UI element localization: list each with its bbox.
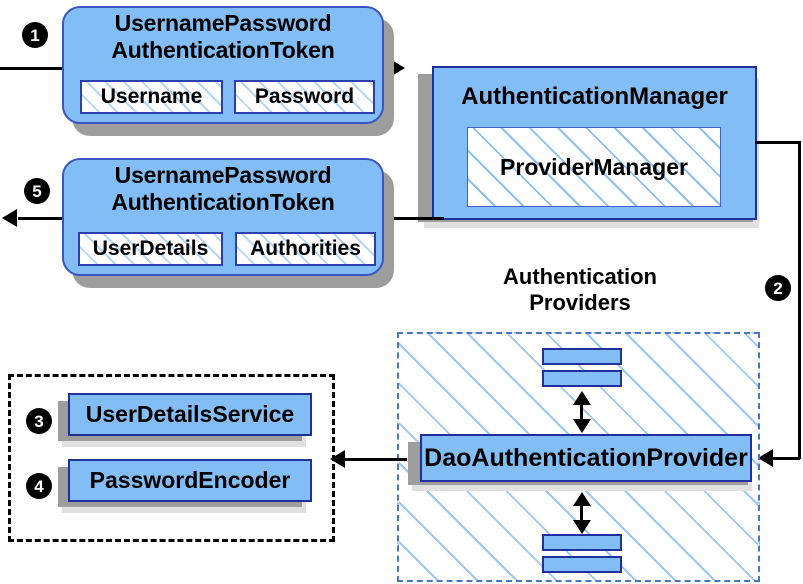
badge-step-2: 2	[765, 275, 791, 301]
chip-username: Username	[80, 80, 223, 114]
chip-userdetails: UserDetails	[78, 232, 223, 266]
collaborators-container	[8, 374, 335, 542]
connector-response-right	[384, 217, 444, 220]
arrowhead-step2	[758, 449, 773, 467]
passwordencoder-box: PasswordEncoder	[68, 459, 312, 502]
connector-response-out	[18, 217, 80, 220]
connector-step2-vertical	[798, 141, 801, 459]
provider-placeholder-bar-1	[542, 348, 622, 365]
response-token-title-line2: AuthenticationToken	[111, 189, 335, 215]
providers-label-line2: Providers	[529, 290, 631, 315]
connector-provider-to-collaborators	[345, 458, 407, 461]
chip-authorities: Authorities	[235, 232, 376, 266]
connector-step2-top	[755, 141, 801, 144]
userdetailsservice-box: UserDetailsService	[68, 393, 312, 436]
connector-provider-bottom	[580, 499, 583, 521]
connector-step2-bottom	[772, 457, 800, 460]
badge-step-3: 3	[26, 408, 52, 434]
dao-authentication-provider-box: DaoAuthenticationProvider	[420, 434, 752, 482]
badge-step-5: 5	[24, 178, 50, 204]
provider-placeholder-bar-3	[542, 534, 622, 551]
authentication-manager-title: AuthenticationManager	[461, 83, 728, 110]
provider-placeholder-bar-4	[542, 556, 622, 573]
request-token-title-line2: AuthenticationToken	[111, 37, 335, 63]
chip-password: Password	[234, 80, 375, 114]
response-token-title-line1: UsernamePassword	[114, 162, 332, 188]
provider-manager-panel: ProviderManager	[467, 127, 721, 207]
connector-provider-top	[580, 398, 583, 420]
providers-label-line1: Authentication	[503, 264, 657, 289]
provider-placeholder-bar-2	[542, 370, 622, 387]
arrowhead-provider-down-top	[573, 419, 591, 433]
arrowhead-provider-down-bottom	[573, 520, 591, 534]
request-token-title-line1: UsernamePassword	[114, 10, 332, 36]
badge-step-1: 1	[22, 22, 48, 48]
badge-step-4: 4	[26, 473, 52, 499]
arrowhead-response-out	[2, 209, 17, 227]
